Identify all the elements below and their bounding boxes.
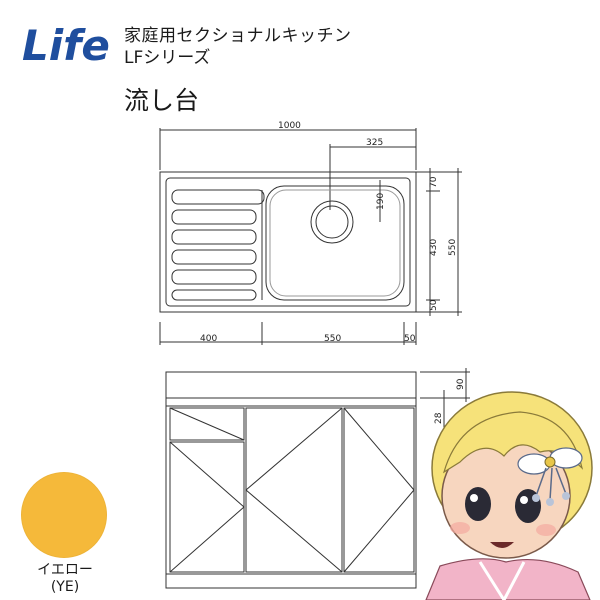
product-name: 流し台: [124, 86, 200, 115]
open-mark: [245, 407, 343, 573]
open-mark: [169, 441, 245, 573]
dim-label-bottom-margin: 50: [429, 299, 439, 311]
right-door: [343, 407, 415, 573]
sink-inner-rim: [165, 177, 411, 307]
sink-bowl: [265, 185, 405, 301]
drainboard-rib: [171, 209, 257, 225]
kimono-collar: [478, 561, 526, 600]
logo-text: Life: [22, 21, 110, 70]
dim-label-right-margin: 50: [404, 334, 416, 344]
mascot-illustration: [425, 391, 593, 600]
center-door: [245, 407, 343, 573]
left-door: [169, 441, 245, 573]
color-swatch: [21, 472, 107, 558]
mascot-eye-left: [465, 487, 491, 521]
drainboard-rib: [171, 289, 257, 301]
dim-label-total-depth: 550: [448, 239, 458, 256]
open-mark: [343, 407, 415, 573]
life-logo: Life: [22, 21, 110, 70]
drainboard-rib: [171, 229, 257, 245]
sink-bowl-inner: [269, 189, 401, 297]
cabinet-body: [165, 405, 417, 575]
counter-top: [165, 371, 417, 399]
color-name: イエロー: [37, 562, 93, 578]
open-mark: [169, 407, 245, 441]
mascot-cheek: [536, 524, 556, 536]
color-code: (YE): [50, 579, 80, 595]
counter-lip: [165, 397, 417, 407]
drainboard-rib: [171, 189, 265, 205]
dim-label-bowl-width: 550: [324, 334, 341, 344]
dim-label-drainboard-width: 400: [200, 334, 217, 344]
hair-ornament: [517, 447, 583, 506]
color-option: イエロー (YE): [20, 472, 110, 596]
sink-outline: [159, 171, 417, 313]
dim-label-counter-height: 90: [456, 378, 466, 390]
eye-highlight: [520, 496, 528, 504]
drawer-front: [169, 407, 245, 441]
drainboard-rib: [171, 249, 257, 265]
dim-label-drain-depth: 190: [376, 193, 386, 210]
dim-label-top-margin: 70: [429, 176, 439, 188]
drainboard-rib: [171, 269, 257, 285]
dim-label-drawer-height: 28: [434, 412, 444, 424]
drain-outer: [310, 200, 354, 244]
eye-highlight: [470, 494, 478, 502]
mascot-kimono: [425, 558, 591, 600]
series-name: LFシリーズ: [124, 48, 211, 68]
plinth: [165, 573, 417, 589]
dim-label-bowl-depth: 430: [429, 239, 439, 256]
mascot-mouth: [490, 542, 514, 548]
dim-label-total-width: 1000: [278, 121, 301, 131]
mascot-cheek: [450, 522, 470, 534]
dim-label-drain-offset: 325: [366, 138, 383, 148]
drain-inner: [315, 205, 349, 239]
page-title: 家庭用セクショナルキッチン: [124, 26, 352, 46]
